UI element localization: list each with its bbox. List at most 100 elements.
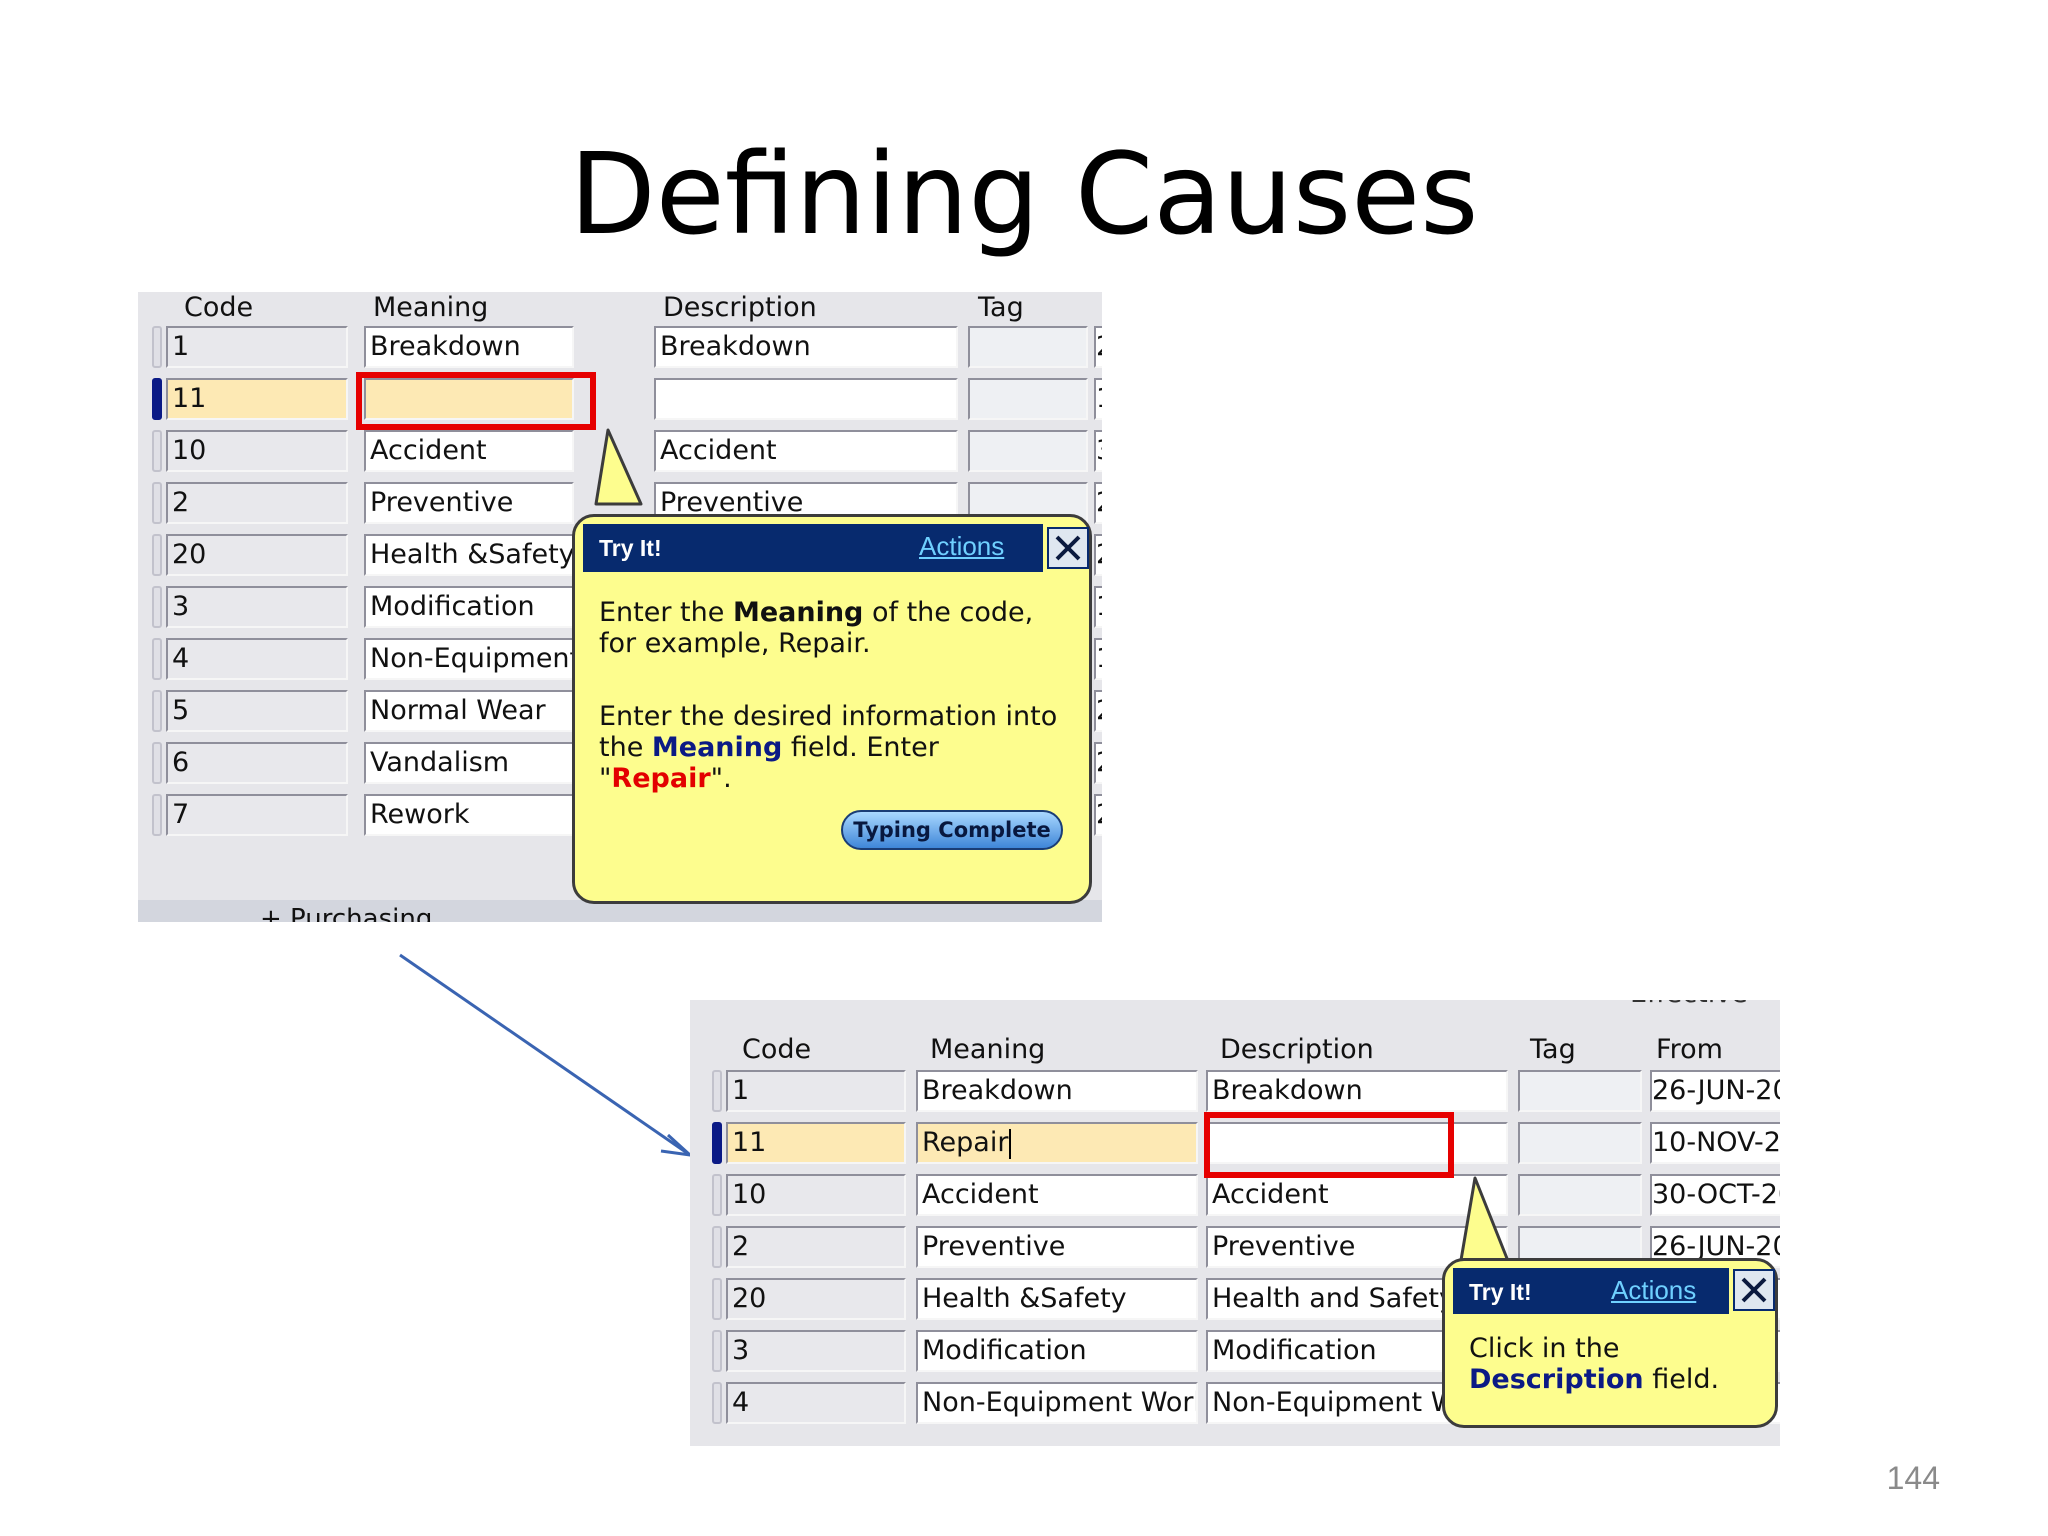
callout-instructions: Click in the Description field. [1469, 1333, 1720, 1395]
row-selector[interactable] [712, 1382, 722, 1424]
column-header-code: Code [184, 292, 254, 323]
column-header-from: From [1656, 1034, 1723, 1065]
row-selector[interactable] [152, 586, 162, 628]
meaning-field[interactable]: Non-Equipment Work [916, 1382, 1198, 1424]
meaning-field[interactable]: Rework [364, 794, 574, 836]
code-field[interactable]: 4 [726, 1382, 906, 1424]
code-field[interactable]: 10 [166, 430, 348, 472]
code-field[interactable]: 11 [726, 1122, 906, 1164]
code-field[interactable]: 7 [166, 794, 348, 836]
meaning-field[interactable]: Preventive [364, 482, 574, 524]
description-field[interactable] [654, 378, 958, 420]
code-field[interactable]: 20 [166, 534, 348, 576]
meaning-field[interactable]: Breakdown [364, 326, 574, 368]
row-selector[interactable] [152, 534, 162, 576]
code-field[interactable]: 5 [166, 690, 348, 732]
column-header-effective: Effective [1630, 1000, 1748, 1009]
callout-title-bar [583, 524, 1043, 572]
tag-field[interactable] [968, 378, 1088, 420]
tag-field[interactable] [1518, 1070, 1642, 1112]
slide-number: 144 [1886, 1460, 1940, 1496]
tag-field[interactable] [1518, 1174, 1642, 1216]
code-field[interactable]: 1 [726, 1070, 906, 1112]
tag-field[interactable] [968, 326, 1088, 368]
code-field[interactable]: 11 [166, 378, 348, 420]
meaning-field[interactable]: Modification [916, 1330, 1198, 1372]
close-icon [1741, 1277, 1767, 1303]
actions-link[interactable]: Actions [1611, 1275, 1697, 1305]
description-field[interactable]: Accident [654, 430, 958, 472]
code-field[interactable]: 3 [726, 1330, 906, 1372]
meaning-field[interactable]: Modification [364, 586, 574, 628]
column-header-tag: Tag [1530, 1034, 1576, 1065]
callout-instructions: Enter the Meaning of the code, for examp… [599, 597, 1058, 794]
code-field[interactable]: 3 [166, 586, 348, 628]
meaning-field[interactable]: Vandalism [364, 742, 574, 784]
row-selector[interactable] [712, 1122, 722, 1164]
tag-field[interactable] [1518, 1122, 1642, 1164]
purchasing-tab[interactable]: + Purchasing [260, 904, 433, 922]
effective-from-field[interactable]: 1 [1094, 638, 1102, 680]
row-selector[interactable] [152, 326, 162, 368]
row-selector[interactable] [712, 1174, 722, 1216]
meaning-field-highlight [356, 372, 596, 430]
meaning-field[interactable] [364, 378, 574, 420]
row-selector[interactable] [152, 482, 162, 524]
code-field[interactable]: 2 [166, 482, 348, 524]
code-field[interactable]: 10 [726, 1174, 906, 1216]
effective-from-field[interactable]: 30-OCT-20 [1650, 1174, 1780, 1216]
try-it-callout: Try It! Actions Enter the Meaning of the… [572, 514, 1092, 904]
row-selector[interactable] [152, 690, 162, 732]
meaning-field[interactable]: Normal Wear [364, 690, 574, 732]
effective-from-field[interactable]: 2 [1094, 534, 1102, 576]
try-it-callout: Try It! Actions Click in the Description… [1442, 1258, 1778, 1428]
row-selector[interactable] [712, 1070, 722, 1112]
effective-from-field[interactable]: 2 [1094, 794, 1102, 836]
column-header-meaning: Meaning [373, 292, 489, 323]
meaning-field[interactable]: Breakdown [916, 1070, 1198, 1112]
code-field[interactable]: 1 [166, 326, 348, 368]
row-selector[interactable] [152, 638, 162, 680]
effective-from-field[interactable]: 1 [1094, 586, 1102, 628]
row-selector[interactable] [152, 430, 162, 472]
description-field[interactable]: Accident [1206, 1174, 1508, 1216]
meaning-field[interactable]: Accident [916, 1174, 1198, 1216]
callout-title: Try It! [599, 535, 662, 561]
row-selector[interactable] [712, 1278, 722, 1320]
code-field[interactable]: 2 [726, 1226, 906, 1268]
meaning-field[interactable]: Non-Equipment [364, 638, 574, 680]
code-field[interactable]: 4 [166, 638, 348, 680]
effective-from-field[interactable]: 2 [1094, 690, 1102, 732]
row-selector[interactable] [152, 378, 162, 420]
effective-from-field[interactable]: 26-JUN-20 [1650, 1070, 1780, 1112]
column-header-description: Description [663, 292, 817, 323]
effective-from-field[interactable]: 1 [1094, 378, 1102, 420]
row-selector[interactable] [152, 742, 162, 784]
meaning-field[interactable]: Health &Safety [916, 1278, 1198, 1320]
meaning-field[interactable]: Preventive [916, 1226, 1198, 1268]
meaning-field[interactable]: Health &Safety [364, 534, 574, 576]
code-field[interactable]: 6 [166, 742, 348, 784]
description-field[interactable] [1206, 1122, 1508, 1164]
row-selector[interactable] [712, 1226, 722, 1268]
row-selector[interactable] [152, 794, 162, 836]
column-header-code: Code [742, 1034, 812, 1065]
effective-from-field[interactable]: 10-NOV-20 [1650, 1122, 1780, 1164]
effective-from-field[interactable]: 2 [1094, 326, 1102, 368]
meaning-field[interactable]: Repair [916, 1122, 1198, 1164]
effective-from-field[interactable]: 3 [1094, 430, 1102, 472]
row-selector[interactable] [712, 1330, 722, 1372]
effective-from-field[interactable]: 2 [1094, 742, 1102, 784]
column-header-meaning: Meaning [930, 1034, 1046, 1065]
close-button[interactable] [1047, 527, 1089, 569]
effective-from-field[interactable]: 2 [1094, 482, 1102, 524]
actions-link[interactable]: Actions [919, 531, 1005, 561]
typing-complete-button[interactable]: Typing Complete [841, 810, 1063, 850]
meaning-field[interactable]: Accident [364, 430, 574, 472]
close-button[interactable] [1733, 1269, 1775, 1311]
code-field[interactable]: 20 [726, 1278, 906, 1320]
description-field[interactable]: Breakdown [654, 326, 958, 368]
description-field[interactable]: Breakdown [1206, 1070, 1508, 1112]
tag-field[interactable] [968, 430, 1088, 472]
